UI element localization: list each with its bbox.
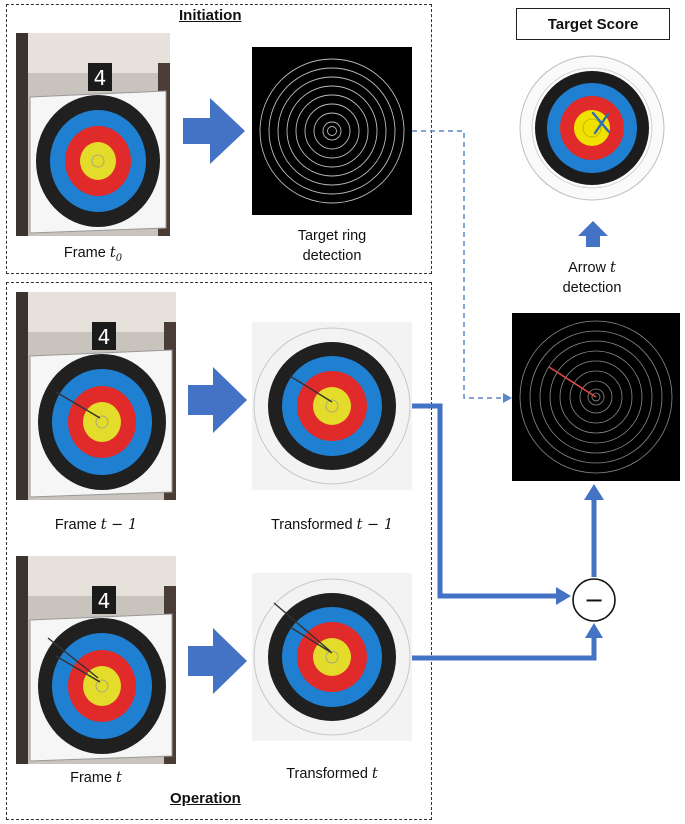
arrow-detection-image: [512, 313, 680, 481]
transformed-t-minus-1-caption: Transformed t − 1: [270, 517, 394, 533]
initiation-title: Initiation: [179, 7, 242, 24]
transformed-t-minus-1-photo: [252, 322, 412, 490]
frame-t0-caption: Frame t0: [63, 245, 123, 264]
ring-detection-caption: Target ring detection: [297, 228, 367, 264]
frame-t0-photo: 4: [16, 33, 170, 236]
frame-t-minus-1-photo: 4: [16, 292, 176, 500]
target-score-box: Target Score: [516, 8, 670, 40]
svg-text:4: 4: [98, 325, 111, 349]
arrow-up-to-score: [578, 221, 608, 247]
transformed-t-photo: [252, 573, 412, 741]
difference-operator: −: [571, 577, 617, 623]
minus-symbol: −: [584, 586, 604, 614]
frame-t-caption: Frame t: [70, 770, 122, 786]
transformed-t-caption: Transformed t: [286, 766, 378, 782]
arrow-detection-caption: Arrow t detection: [562, 260, 622, 296]
svg-text:4: 4: [94, 66, 107, 90]
svg-text:4: 4: [98, 589, 111, 613]
connector-transformed-t: [412, 634, 597, 661]
ring-detection-image: [252, 47, 412, 215]
target-score-image: [517, 53, 667, 203]
operation-title: Operation: [170, 790, 241, 807]
frame-t-photo: 4: [16, 556, 176, 764]
frame-t-minus-1-caption: Frame t − 1: [54, 517, 138, 533]
